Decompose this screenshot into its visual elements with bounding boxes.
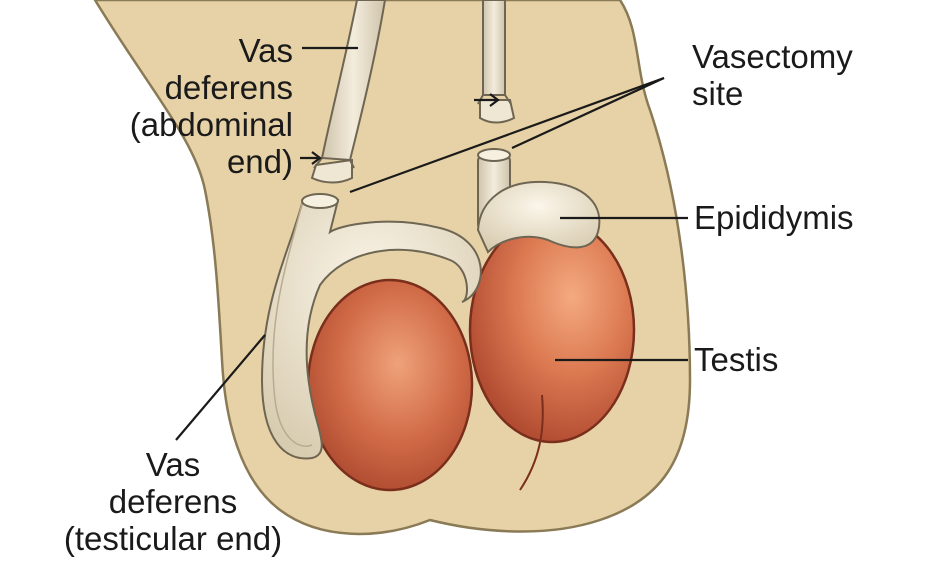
label-vasectomy-site: Vasectomy site bbox=[692, 38, 853, 112]
label-line: end) bbox=[130, 143, 293, 180]
label-vas-deferens-testicular: Vas deferens (testicular end) bbox=[8, 446, 338, 557]
right-vas-upper bbox=[483, 0, 505, 95]
label-testis: Testis bbox=[694, 341, 778, 378]
label-line: deferens bbox=[8, 483, 338, 520]
right-testis bbox=[470, 218, 634, 442]
label-line: (abdominal bbox=[130, 106, 293, 143]
label-line: Vas bbox=[8, 446, 338, 483]
label-line: Vas bbox=[130, 32, 293, 69]
label-vas-deferens-abdominal: Vas deferens (abdominal end) bbox=[130, 32, 293, 180]
label-line: site bbox=[692, 75, 853, 112]
label-line: Vasectomy bbox=[692, 38, 853, 75]
label-epididymis: Epididymis bbox=[694, 199, 854, 236]
label-line: deferens bbox=[130, 69, 293, 106]
label-line: (testicular end) bbox=[8, 520, 338, 557]
